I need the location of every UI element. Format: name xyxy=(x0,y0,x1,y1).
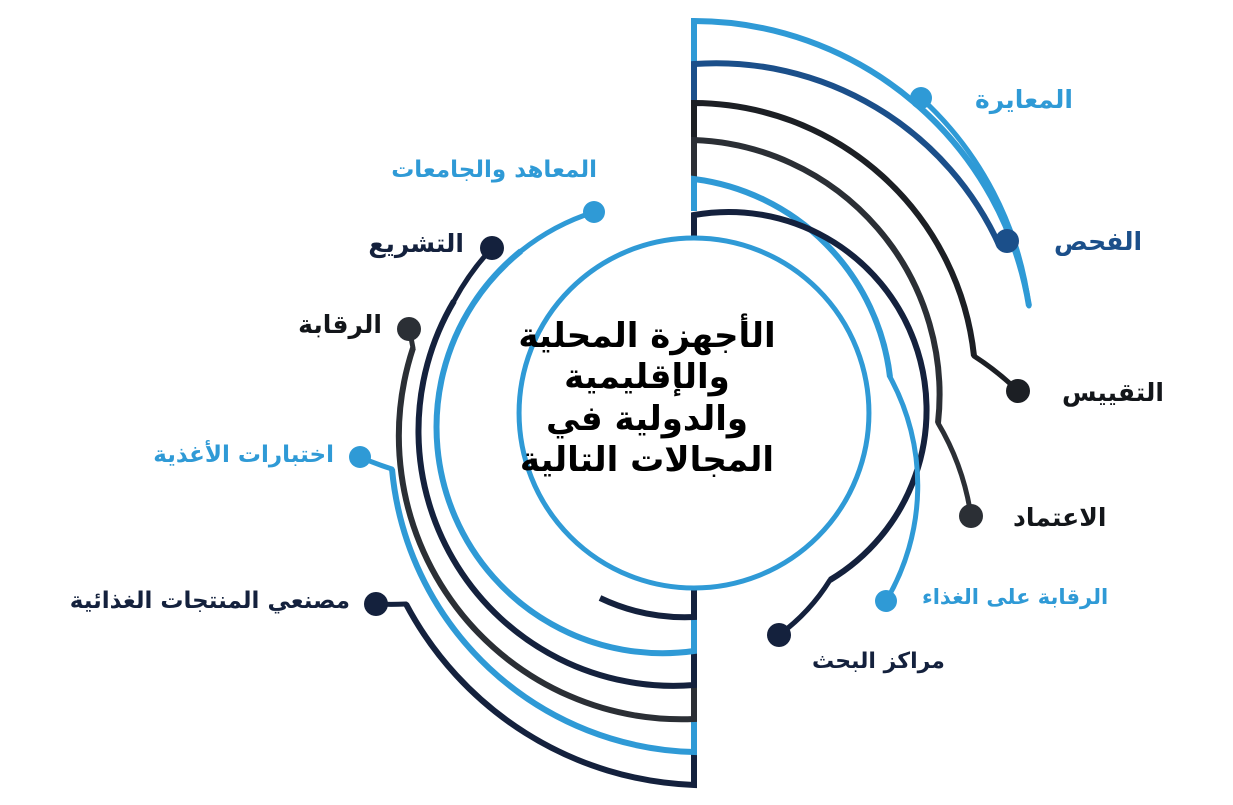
label-calibration[interactable]: المعايرة xyxy=(975,85,1073,114)
dot-marker-group xyxy=(349,87,1030,647)
inner-ring-group xyxy=(516,235,872,591)
arc-band-standardization xyxy=(691,99,977,357)
label-legislation[interactable]: التشريع xyxy=(368,229,464,258)
label-inspection[interactable]: الفحص xyxy=(1054,227,1143,256)
center-title-line-3: والدولية في xyxy=(545,398,749,439)
dot-research-centers[interactable] xyxy=(767,623,791,647)
stem-institutes-universities xyxy=(518,209,597,254)
inner-ring-right xyxy=(693,235,872,591)
arc-band-food-control xyxy=(691,175,893,378)
label-food-testing[interactable]: اختبارات الأغذية xyxy=(153,442,334,468)
stem-food-control xyxy=(883,374,921,604)
arc-band-legislation xyxy=(415,299,697,689)
label-food-manufacturers[interactable]: مصنعي المنتجات الغذائية xyxy=(69,588,350,614)
dot-food-manufacturers[interactable] xyxy=(364,592,388,616)
dot-institutes-universities[interactable] xyxy=(583,201,605,223)
arc-band-inspection xyxy=(691,60,1003,249)
label-food-control[interactable]: الرقابة على الغذاء xyxy=(922,585,1109,609)
dot-calibration[interactable] xyxy=(910,87,932,109)
dot-food-control[interactable] xyxy=(875,590,897,612)
center-title-line-4: المجالات التالية xyxy=(519,440,775,481)
arc-band-oversight xyxy=(395,347,697,723)
dot-standardization[interactable] xyxy=(1006,379,1030,403)
arc-band-research-centers-lower xyxy=(598,587,697,621)
dot-accreditation[interactable] xyxy=(959,504,983,528)
dot-food-testing[interactable] xyxy=(349,446,371,468)
arc-band-group xyxy=(389,17,1032,789)
dot-legislation[interactable] xyxy=(480,236,504,260)
label-oversight[interactable]: الرقابة xyxy=(298,310,382,339)
dot-inspection[interactable] xyxy=(995,229,1019,253)
stem-accreditation xyxy=(935,420,974,519)
arc-band-institutes-universities xyxy=(433,248,697,657)
label-research-centers[interactable]: مراكز البحث xyxy=(812,649,945,674)
stem-calibration xyxy=(918,95,1032,309)
label-standardization[interactable]: التقييس xyxy=(1062,378,1164,407)
label-institutes-universities[interactable]: المعاهد والجامعات xyxy=(391,157,597,183)
center-title: الأجهزة المحلية والإقليمية والدولية في ا… xyxy=(497,316,797,482)
arc-band-research-centers xyxy=(691,208,930,583)
center-title-line-2: والإقليمية xyxy=(564,357,730,398)
center-title-line-1: الأجهزة المحلية xyxy=(518,316,776,356)
arc-band-accreditation xyxy=(691,136,943,424)
inner-ring-left xyxy=(516,235,695,591)
arc-band-food-manufacturers xyxy=(403,602,697,789)
label-accreditation[interactable]: الاعتماد xyxy=(1013,503,1107,532)
dot-oversight[interactable] xyxy=(397,317,421,341)
arc-band-food-testing xyxy=(389,468,697,756)
